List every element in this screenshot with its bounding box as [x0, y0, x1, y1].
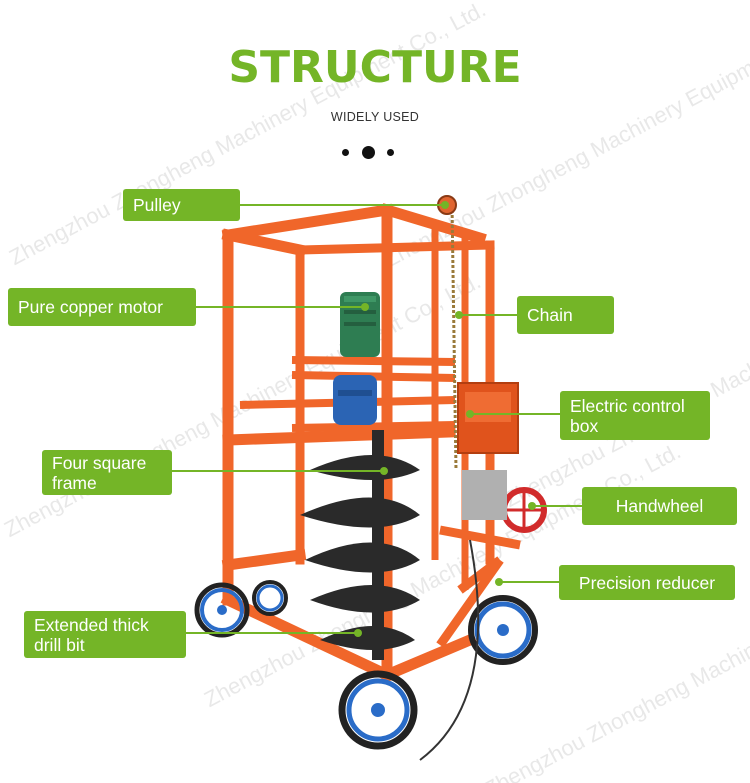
wheel [338, 670, 418, 750]
marker-dot [354, 629, 362, 637]
label-pulley: Pulley [123, 189, 240, 221]
label-motor: Pure copper motor [8, 288, 196, 326]
leader-line [196, 306, 364, 308]
label-motor-text: Pure copper motor [18, 297, 163, 317]
label-frame-text-2: frame [52, 472, 97, 493]
leader-line [186, 632, 358, 634]
marker-dot [455, 311, 463, 319]
label-pulley-text: Pulley [133, 195, 181, 215]
label-handwheel: Handwheel [582, 487, 737, 525]
leader-line [533, 505, 582, 507]
marker-dot [466, 410, 474, 418]
marker-dot [441, 201, 449, 209]
auger-flights [300, 455, 420, 650]
leader-line [172, 470, 384, 472]
divider-dot [342, 149, 349, 156]
divider-dot [362, 146, 375, 159]
leader-line [500, 581, 559, 583]
marker-dot [361, 303, 369, 311]
label-control-box: Electric control box [560, 391, 710, 440]
label-frame: Four square frame [42, 450, 172, 495]
leader-line [470, 413, 560, 415]
label-frame-text-1: Four square [52, 452, 147, 473]
label-chain-text: Chain [527, 305, 573, 325]
marker-dot [380, 467, 388, 475]
label-control-box-text-2: box [570, 415, 599, 436]
label-control-box-text-1: Electric control [570, 395, 685, 416]
dots-divider [340, 145, 400, 161]
page-title: STRUCTURE [228, 42, 522, 93]
page-subtitle: WIDELY USED [330, 110, 420, 124]
label-drill-bit: Extended thick drill bit [24, 611, 186, 658]
leader-line [240, 204, 443, 206]
label-drill-bit-text-1: Extended thick [34, 614, 149, 635]
wheel [194, 582, 250, 638]
wheel [252, 580, 288, 616]
wheel [468, 595, 538, 665]
label-drill-bit-text-2: drill bit [34, 634, 85, 655]
label-reducer: Precision reducer [559, 565, 735, 600]
divider-dot [387, 149, 394, 156]
label-reducer-text: Precision reducer [578, 572, 716, 593]
label-handwheel-text: Handwheel [615, 496, 704, 516]
label-chain: Chain [517, 296, 614, 334]
leader-line [460, 314, 517, 316]
marker-dot [528, 502, 536, 510]
marker-dot [495, 578, 503, 586]
